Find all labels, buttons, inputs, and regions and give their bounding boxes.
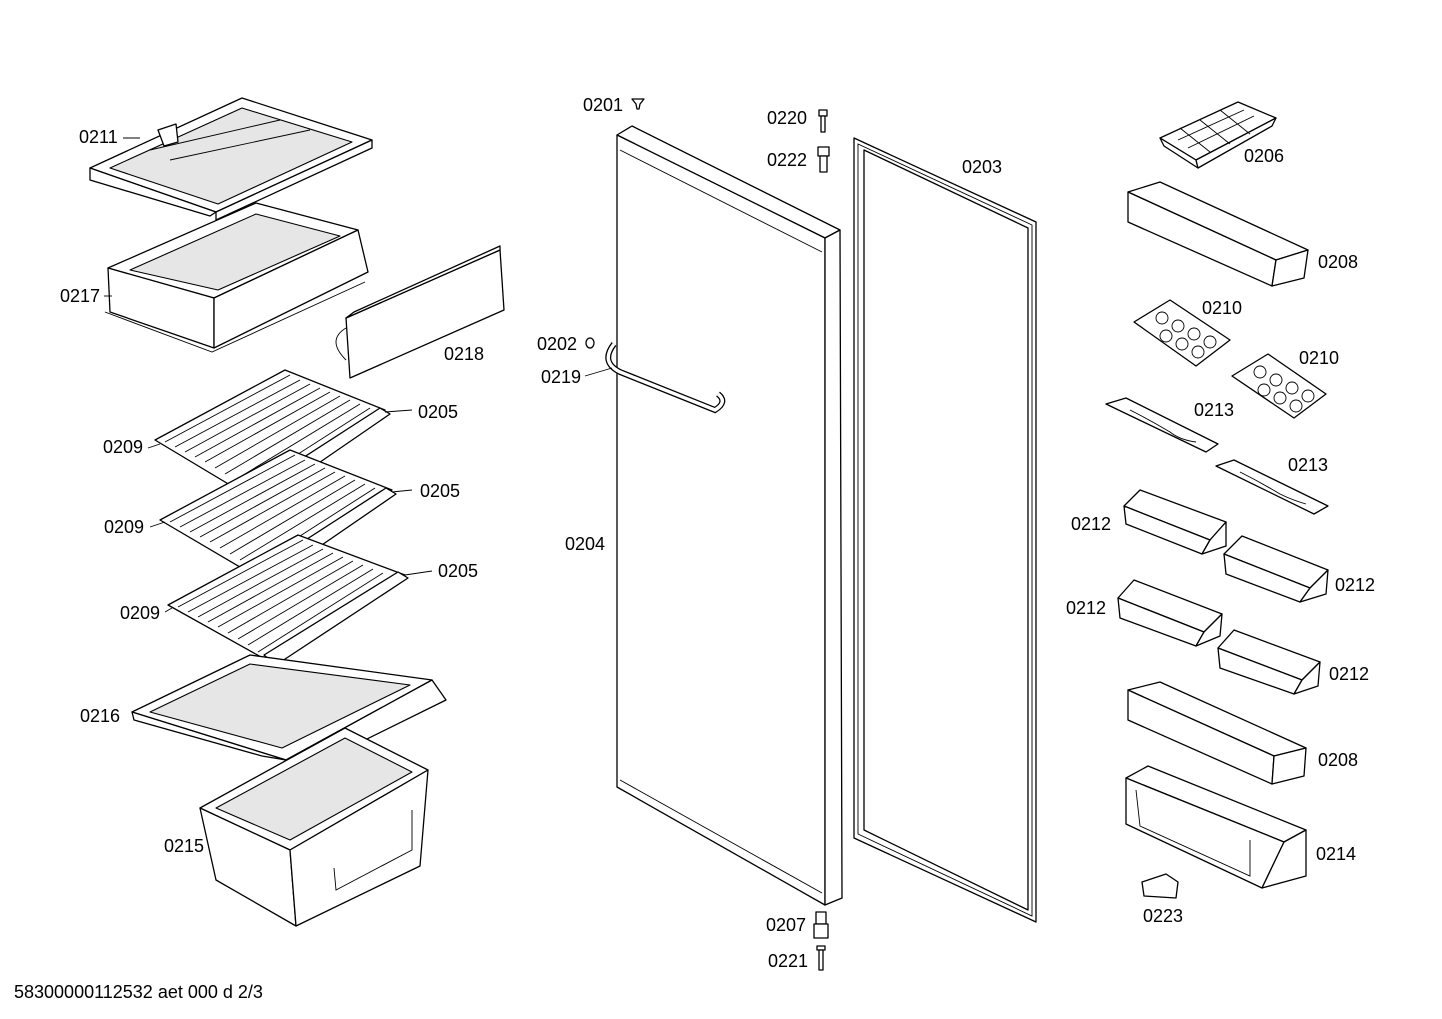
label-0215: 0215 [164, 836, 204, 856]
label-0219: 0219 [541, 367, 581, 387]
label-0208-a: 0208 [1318, 252, 1358, 272]
part-0221-screw [816, 945, 826, 971]
part-0214-bottle-bin [1125, 765, 1307, 889]
part-0210-egg-tray-2 [1231, 353, 1327, 419]
label-0214: 0214 [1316, 844, 1356, 864]
label-0212-a: 0212 [1071, 514, 1111, 534]
label-0212-c: 0212 [1066, 598, 1106, 618]
part-0212-small-bin-4 [1217, 629, 1321, 695]
part-0212-small-bin-1 [1123, 489, 1227, 555]
label-0204: 0204 [565, 534, 605, 554]
label-0202: 0202 [537, 334, 577, 354]
part-0211-shelf-frame [89, 97, 373, 221]
part-0218-cover-panel [335, 245, 505, 379]
label-0203: 0203 [962, 157, 1002, 177]
part-0207-hinge-pin [813, 911, 829, 939]
label-0210-a: 0210 [1202, 298, 1242, 318]
part-0217-tray [104, 202, 369, 353]
label-0205-b: 0205 [420, 481, 460, 501]
part-0209-wire-shelf-3 [167, 534, 406, 663]
part-0202-plug [585, 337, 595, 349]
label-0212-d: 0212 [1329, 664, 1369, 684]
label-0205-a: 0205 [418, 402, 458, 422]
label-0210-b: 0210 [1299, 348, 1339, 368]
part-0206-ice-tray [1159, 101, 1277, 169]
part-labels: 0211 0217 0218 0205 0209 0205 0209 0205 … [60, 95, 1375, 971]
part-0210-egg-tray-1 [1133, 299, 1231, 367]
label-0220: 0220 [767, 108, 807, 128]
label-0222: 0222 [767, 150, 807, 170]
label-0216: 0216 [80, 706, 120, 726]
label-0205-c: 0205 [438, 561, 478, 581]
label-0223: 0223 [1143, 906, 1183, 926]
part-0219-handle [605, 342, 726, 414]
document-footer: 58300000112532 aet 000 d 2/3 [14, 982, 263, 1002]
part-0204-door [616, 125, 843, 906]
label-0206: 0206 [1244, 146, 1284, 166]
label-0213-a: 0213 [1194, 400, 1234, 420]
part-0209-wire-shelf-2 [159, 449, 393, 581]
label-0217: 0217 [60, 286, 100, 306]
leader-lines [104, 137, 613, 613]
part-0209-wire-shelf-1 [154, 369, 386, 501]
part-0215-drawer [199, 727, 429, 927]
part-0212-small-bin-2 [1223, 535, 1329, 603]
label-0211: 0211 [79, 127, 118, 147]
label-0209-c: 0209 [120, 603, 160, 623]
label-0209-a: 0209 [103, 437, 143, 457]
part-0220-hinge-pin [818, 109, 828, 133]
part-0213-divider-1 [1105, 397, 1219, 453]
part-0222-bushing [817, 146, 830, 173]
label-0208-b: 0208 [1318, 750, 1358, 770]
label-0207: 0207 [766, 915, 806, 935]
part-0203-gasket [853, 137, 1037, 923]
part-0223-clip [1141, 873, 1179, 899]
label-0213-b: 0213 [1288, 455, 1328, 475]
part-0213-divider-2 [1215, 459, 1329, 515]
label-0212-b: 0212 [1335, 575, 1375, 595]
part-0208-door-bin-upper [1127, 181, 1309, 287]
part-0201-screw [631, 98, 645, 110]
label-0209-b: 0209 [104, 517, 144, 537]
part-0208-door-bin-lower [1127, 681, 1307, 785]
part-0212-small-bin-3 [1117, 579, 1223, 647]
label-0201: 0201 [583, 95, 623, 115]
label-0218: 0218 [444, 344, 484, 364]
label-0221: 0221 [768, 951, 808, 971]
